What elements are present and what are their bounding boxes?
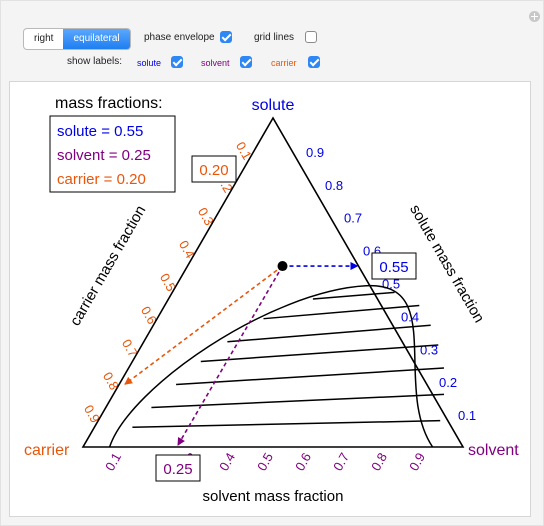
solvent-axis-title: solvent mass fraction — [203, 488, 344, 505]
orientation-equilateral-button[interactable]: equilateral — [63, 29, 130, 49]
solvent-value-text: 0.25 — [163, 461, 192, 478]
solvent-tick-label: 0.1 — [102, 450, 124, 473]
phase-envelope-checkbox[interactable] — [220, 31, 232, 43]
carrier-value-text: 0.20 — [199, 162, 228, 179]
solvent-label-checkbox[interactable] — [240, 56, 252, 68]
solvent-tick-label: 0.4 — [216, 450, 238, 473]
grid-lines-checkbox[interactable] — [305, 31, 317, 43]
solute-tick-label: 0.2 — [439, 375, 457, 390]
solute-value-box — [371, 252, 417, 280]
composition-point[interactable] — [277, 261, 288, 272]
solvent-readout: solvent = 0.25 — [57, 147, 151, 164]
carrier-tick-label: 0.7 — [119, 336, 141, 359]
grid-lines-label: grid lines — [254, 32, 295, 43]
solute-tick-label: 0.8 — [325, 178, 343, 193]
carrier-tick-label: 0.5 — [157, 271, 179, 294]
carrier-axis-title: carrier mass fraction — [67, 203, 150, 329]
orientation-right-button[interactable]: right — [34, 33, 54, 44]
solvent-tick-label: 0.6 — [292, 450, 314, 473]
ternary-triangle — [81, 116, 465, 448]
plus-icon[interactable] — [529, 11, 540, 22]
solvent-tick-label: 0.7 — [330, 450, 352, 473]
tie-lines — [132, 291, 445, 429]
solute-readout: solute = 0.55 — [57, 123, 143, 140]
tie-line — [227, 324, 431, 343]
phase-envelope-label: phase envelope — [144, 32, 215, 43]
solute-tick-label: 0.9 — [306, 145, 324, 160]
solute-label-checkbox[interactable] — [171, 56, 183, 68]
ternary-plot-panel: mass fractions: solute = 0.55 solvent = … — [9, 81, 531, 517]
solvent-vertex-label: solvent — [468, 442, 519, 459]
solute-tick-label: 0.4 — [401, 309, 419, 324]
solvent-arrow — [177, 265, 284, 446]
solute-label-toggle-text: solute — [137, 58, 162, 68]
solvent-tick-label: 0.9 — [406, 450, 428, 473]
carrier-arrow — [124, 265, 283, 385]
show-labels-label: show labels: — [67, 56, 123, 67]
carrier-label-checkbox[interactable] — [308, 56, 320, 68]
tie-line — [312, 291, 395, 300]
orientation-toggle[interactable]: right equilateral — [23, 28, 131, 50]
carrier-value-box — [191, 155, 237, 183]
solute-vertex-label: solute — [252, 97, 295, 114]
tie-line — [263, 304, 420, 320]
ternary-diagram[interactable]: mass fractions: solute = 0.55 solvent = … — [10, 82, 530, 516]
carrier-tick-label: 0.9 — [81, 402, 103, 425]
solvent-value-box — [155, 454, 201, 482]
carrier-tick-label: 0.4 — [176, 238, 198, 261]
solute-tick-labels: 0.10.20.30.40.50.60.70.80.9 — [306, 145, 476, 423]
mass-fractions-box — [49, 115, 176, 193]
tie-line — [176, 367, 445, 386]
solute-value-text: 0.55 — [379, 259, 408, 276]
tie-line — [151, 393, 445, 409]
tie-line — [132, 419, 441, 429]
solvent-label-toggle-text: solvent — [201, 58, 230, 68]
solvent-tick-labels: 0.10.30.40.50.60.70.80.9 — [102, 450, 428, 473]
phase-envelope-curve — [108, 285, 434, 448]
tie-line — [200, 344, 439, 363]
carrier-label-toggle-text: carrier — [271, 58, 297, 68]
solute-tick-label: 0.1 — [458, 408, 476, 423]
carrier-tick-label: 0.8 — [100, 369, 122, 392]
solvent-tick-label: 0.5 — [254, 450, 276, 473]
solute-tick-label: 0.7 — [344, 211, 362, 226]
carrier-tick-label: 0.3 — [195, 205, 217, 228]
solute-axis-title: solute mass fraction — [406, 202, 487, 326]
mass-fractions-title: mass fractions: — [55, 95, 163, 112]
carrier-tick-label: 0.6 — [138, 304, 160, 327]
solvent-tick-label: 0.8 — [368, 450, 390, 473]
carrier-vertex-label: carrier — [24, 442, 70, 459]
carrier-readout: carrier = 0.20 — [57, 171, 146, 188]
